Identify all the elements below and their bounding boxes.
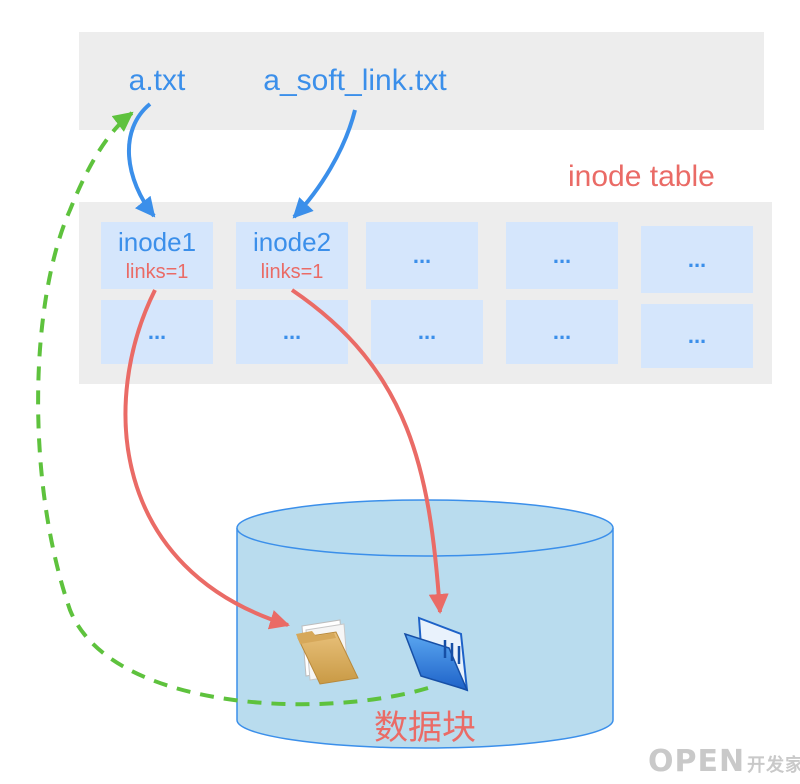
inode-title: inode1 <box>117 226 197 257</box>
file-name-soft-link: a_soft_link.txt <box>263 64 447 97</box>
inode-placeholder: ... <box>417 319 437 344</box>
file-name-a-txt: a.txt <box>128 64 186 97</box>
inode-placeholder: ... <box>147 319 167 344</box>
watermark: OPEN开发家园 <box>648 744 800 779</box>
inode-links: links=1 <box>260 260 324 283</box>
folder-blue-icon <box>403 616 469 692</box>
inode-cell: ... <box>236 300 348 364</box>
inode-placeholder: ... <box>552 319 572 344</box>
link-arrow-a-txt <box>127 102 156 218</box>
inode-cell: ... <box>101 300 213 364</box>
data-arrow-inode2 <box>290 288 449 614</box>
data-block-label: 数据块 <box>374 708 476 748</box>
link-arrow-soft-link <box>292 109 357 219</box>
inode-cell: ... <box>366 222 478 289</box>
watermark-brand: OPEN <box>648 744 746 779</box>
inode-placeholder: ... <box>687 246 707 272</box>
inode-links: links=1 <box>125 260 189 283</box>
inode-cell: ... <box>641 226 753 293</box>
inode-placeholder: ... <box>412 242 432 268</box>
watermark-suffix: 开发家园 <box>747 755 800 776</box>
inode-placeholder: ... <box>687 323 707 348</box>
inode-title: inode2 <box>252 226 332 257</box>
inode-placeholder: ... <box>282 319 302 344</box>
inode-cell: ... <box>371 300 483 364</box>
symlink-target-arrow <box>36 111 429 707</box>
inode-cell-inode2: inode2 links=1 <box>236 222 348 289</box>
inode-cell: ... <box>506 300 618 364</box>
inode-cell-inode1: inode1 links=1 <box>101 222 213 289</box>
inode-cell: ... <box>641 304 753 368</box>
inode-placeholder: ... <box>552 242 572 268</box>
inode-cell: ... <box>506 222 618 289</box>
data-arrow-inode1 <box>123 289 290 630</box>
inode-table-label: inode table <box>568 160 715 193</box>
filename-band <box>79 32 764 130</box>
folder-documents-icon <box>296 619 359 685</box>
